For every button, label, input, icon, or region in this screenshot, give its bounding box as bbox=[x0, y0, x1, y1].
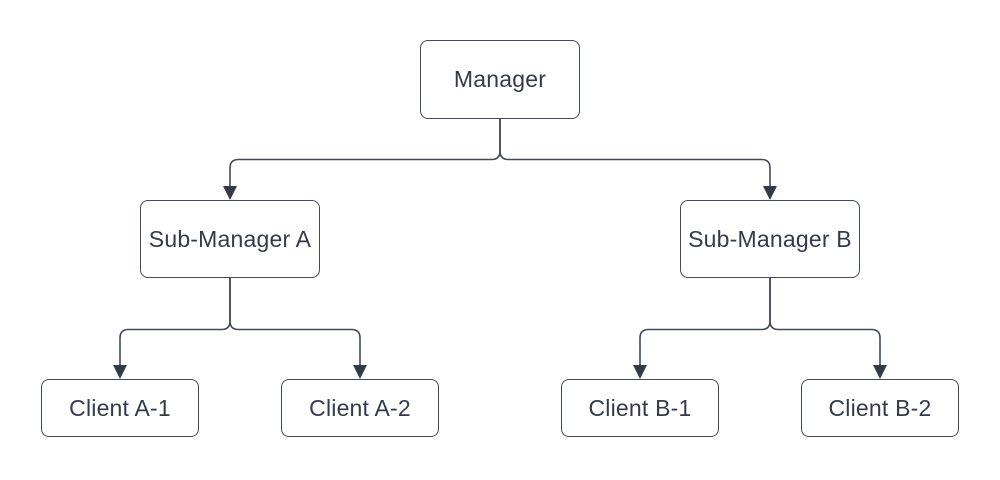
node-label: Client A-1 bbox=[69, 394, 171, 421]
node-client-a2: Client A-2 bbox=[281, 379, 439, 437]
node-client-b1: Client B-1 bbox=[561, 379, 719, 437]
node-sub-manager-a: Sub-Manager A bbox=[140, 200, 320, 278]
node-label: Client A-2 bbox=[309, 394, 411, 421]
edge-sub-manager-b-to-client-b2 bbox=[769, 278, 887, 379]
node-label: Client B-1 bbox=[588, 394, 692, 421]
node-label: Client B-2 bbox=[828, 394, 932, 421]
node-client-a1: Client A-1 bbox=[41, 379, 199, 437]
edge-sub-manager-b-to-client-b1 bbox=[633, 278, 771, 379]
node-client-b2: Client B-2 bbox=[801, 379, 959, 437]
arrowhead-down-icon bbox=[763, 186, 777, 200]
node-manager: Manager bbox=[420, 40, 580, 119]
edge-manager-to-sub-manager-a bbox=[223, 119, 501, 200]
node-sub-manager-b: Sub-Manager B bbox=[680, 200, 860, 278]
node-label: Manager bbox=[453, 66, 547, 92]
edge-sub-manager-a-to-client-a1 bbox=[113, 278, 231, 379]
node-label: Sub-Manager B bbox=[688, 225, 852, 252]
arrowhead-down-icon bbox=[353, 365, 367, 379]
edge-manager-to-sub-manager-b bbox=[499, 119, 777, 200]
arrowhead-down-icon bbox=[873, 365, 887, 379]
node-label: Sub-Manager A bbox=[148, 225, 312, 252]
arrowhead-down-icon bbox=[633, 365, 647, 379]
arrowhead-down-icon bbox=[113, 365, 127, 379]
arrowhead-down-icon bbox=[223, 186, 237, 200]
edge-sub-manager-a-to-client-a2 bbox=[229, 278, 367, 379]
